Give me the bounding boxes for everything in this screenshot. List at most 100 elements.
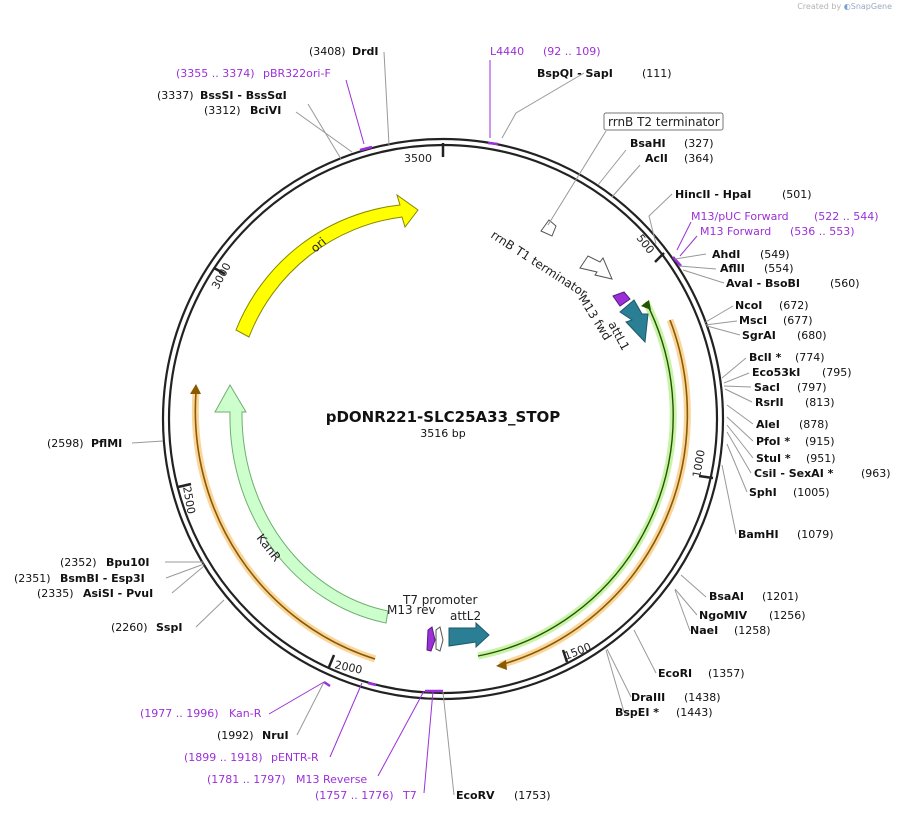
site-drdi-pos: (3408)	[309, 45, 346, 58]
site-bsaai-name: BsaAI	[709, 590, 744, 603]
site-csii-pos: (963)	[861, 467, 891, 480]
primer-pentr-r-range: (1899 .. 1918)	[184, 751, 263, 764]
primer-t7-name: T7	[402, 789, 417, 802]
site-bspei-name: BspEI *	[615, 706, 659, 719]
site-bspqi-name: BspQI - SapI	[537, 67, 613, 80]
site-bspqi-pos: (111)	[642, 67, 672, 80]
tick-label-1000: 1000	[690, 449, 708, 479]
site-stui-name: StuI *	[756, 452, 791, 465]
feature-t7-promoter: T7 promoter	[402, 593, 478, 652]
primer-m13rev-range: (1781 .. 1797)	[207, 773, 286, 786]
site-bcli-pos: (774)	[795, 351, 825, 364]
site-bcli-name: BclI *	[749, 351, 782, 364]
primer-t7-range: (1757 .. 1776)	[315, 789, 394, 802]
site-pflmi-pos: (2598)	[47, 437, 84, 450]
tick-1000	[698, 474, 714, 480]
primer-leader-lines	[268, 60, 698, 794]
site-bpu10i-name: Bpu10I	[106, 556, 150, 569]
feature-ori: ori	[235, 193, 419, 338]
site-ecorv-pos: (1753)	[514, 789, 551, 802]
feature-orange-left	[190, 384, 377, 663]
site-avai-name: AvaI - BsoBI	[726, 277, 800, 290]
primer-labels-bottom: (1977 .. 1996) Kan-R (1899 .. 1918) pENT…	[140, 707, 417, 802]
ticks	[177, 143, 714, 668]
site-stui-pos: (951)	[806, 452, 836, 465]
primer-labels-top: L4440 (92 .. 109) (3355 .. 3374) pBR322o…	[176, 45, 601, 80]
tick-2000	[327, 654, 336, 668]
site-aflii-name: AflII	[720, 262, 745, 275]
plasmid-size: 3516 bp	[420, 427, 465, 440]
site-hincii-name: HincII - HpaI	[675, 188, 751, 201]
primer-m13fwd-name: M13 Forward	[700, 225, 771, 238]
site-bcivi-name: BciVI	[250, 104, 281, 117]
site-nrui-name: NruI	[262, 729, 289, 742]
credit-prefix: Created by	[797, 2, 842, 11]
labels-right: BspQI - SapI (111) BsaHI (327) AclI (364…	[456, 67, 891, 802]
feature-kanr: KanR	[214, 383, 389, 624]
tick-label-3000: 3000	[209, 261, 234, 292]
site-saci-name: SacI	[754, 381, 780, 394]
feature-green-right	[477, 300, 677, 660]
primer-pbr322-name: pBR322ori-F	[263, 67, 331, 80]
tick-1500	[561, 649, 569, 663]
site-pfoi-name: PfoI *	[756, 435, 790, 448]
feature-orange-right	[496, 318, 691, 670]
primer-pbr322-range: (3355 .. 3374)	[176, 67, 255, 80]
site-naei-name: NaeI	[690, 624, 718, 637]
leader-lines	[131, 51, 754, 796]
primer-mark-pbr322	[359, 145, 373, 152]
site-ahdi-pos: (549)	[760, 248, 790, 261]
snapgene-logo-icon: ◐	[843, 2, 851, 11]
site-sgrai-name: SgrAI	[742, 329, 776, 342]
site-drdi-name: DrdI	[352, 45, 379, 58]
feature-label-attl2: attL2	[450, 609, 481, 623]
site-bsahi-name: BsaHI	[630, 137, 666, 150]
feature-rrnb-t2: rrnB T2 terminator	[540, 112, 724, 237]
plasmid-name: pDONR221-SLC25A33_STOP	[326, 408, 561, 426]
site-aflii-pos: (554)	[764, 262, 794, 275]
site-hincii-pos: (501)	[782, 188, 812, 201]
site-bsssi-pos: (3337)	[157, 89, 194, 102]
site-acli-name: AclI	[645, 152, 668, 165]
primer-kanr-name: Kan-R	[229, 707, 262, 720]
site-sspi-pos: (2260)	[111, 621, 148, 634]
site-sphi-name: SphI	[749, 486, 777, 499]
site-nrui-pos: (1992)	[217, 729, 254, 742]
feature-attl1: attL1	[605, 299, 649, 353]
site-draiii-pos: (1438)	[684, 691, 721, 704]
site-msci-name: MscI	[739, 314, 767, 327]
site-asisi-name: AsiSI - PvuI	[83, 587, 153, 600]
site-naei-pos: (1258)	[734, 624, 771, 637]
site-pflmi-name: PflMI	[91, 437, 122, 450]
site-eco53ki-pos: (795)	[822, 366, 852, 379]
site-bpu10i-pos: (2352)	[60, 556, 97, 569]
site-sspi-name: SspI	[156, 621, 182, 634]
site-ncoi-name: NcoI	[735, 299, 762, 312]
site-alei-name: AleI	[756, 418, 780, 431]
primer-m13puc-range: (522 .. 544)	[814, 210, 879, 223]
site-bamhi-pos: (1079)	[797, 528, 834, 541]
site-ahdi-name: AhdI	[712, 248, 740, 261]
site-ecori-name: EcoRI	[658, 667, 692, 680]
labels-bottom-left: (1992) NruI (2260) SspI (2352) Bpu10I (2…	[14, 437, 289, 742]
site-rsrii-pos: (813)	[805, 396, 835, 409]
primer-kanr-range: (1977 .. 1996)	[140, 707, 219, 720]
site-acli-pos: (364)	[684, 152, 714, 165]
site-bsaai-pos: (1201)	[762, 590, 799, 603]
site-draiii-name: DraIII	[631, 691, 665, 704]
plasmid-title-group: pDONR221-SLC25A33_STOP 3516 bp	[326, 408, 561, 440]
feature-attl2: attL2	[448, 609, 490, 649]
site-rsrii-name: RsrII	[755, 396, 784, 409]
snapgene-credit: Created by ◐SnapGene	[797, 2, 892, 11]
primer-marks	[323, 141, 682, 693]
primer-labels-right: M13/pUC Forward (522 .. 544) M13 Forward…	[691, 210, 879, 238]
site-bspei-pos: (1443)	[676, 706, 713, 719]
site-ngomiv-name: NgoMIV	[699, 609, 748, 622]
feature-m13-rev: M13 rev	[387, 603, 436, 652]
site-saci-pos: (797)	[797, 381, 827, 394]
site-ncoi-pos: (672)	[779, 299, 809, 312]
site-pfoi-pos: (915)	[805, 435, 835, 448]
site-asisi-pos: (2335)	[37, 587, 74, 600]
primer-m13fwd-range: (536 .. 553)	[790, 225, 855, 238]
